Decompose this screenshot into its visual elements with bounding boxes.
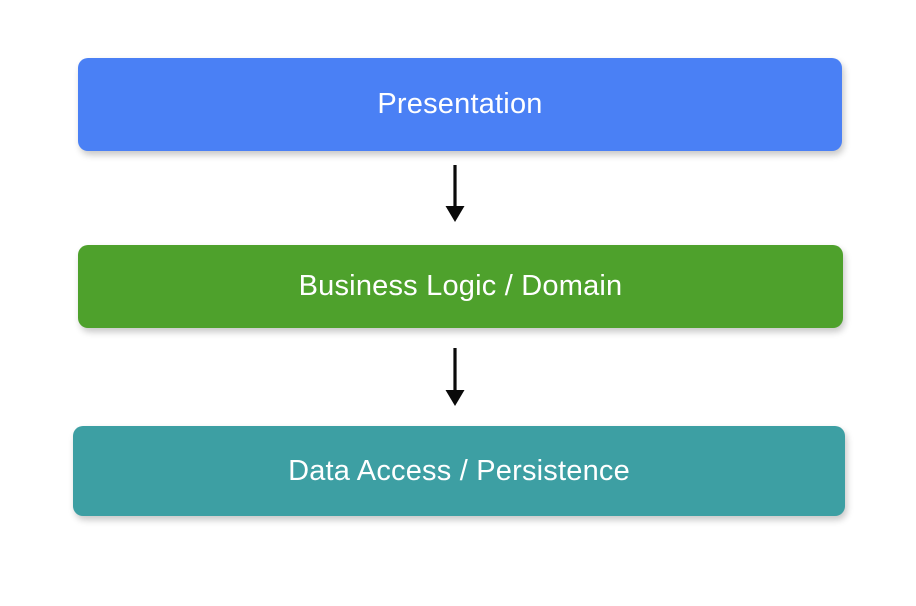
layer-box-data-access[interactable]: Data Access / Persistence [73, 426, 845, 516]
layer-box-business-logic[interactable]: Business Logic / Domain [78, 245, 843, 328]
arrow-presentation-to-business [432, 162, 478, 226]
layer-label-data-access: Data Access / Persistence [288, 454, 630, 487]
layer-label-business-logic: Business Logic / Domain [298, 270, 623, 302]
layer-label-presentation: Presentation [377, 88, 543, 120]
arrow-head-icon [445, 390, 465, 406]
arrow-head-icon [445, 206, 465, 222]
arrow-business-to-data [432, 344, 478, 410]
layer-box-presentation[interactable]: Presentation [78, 58, 842, 151]
